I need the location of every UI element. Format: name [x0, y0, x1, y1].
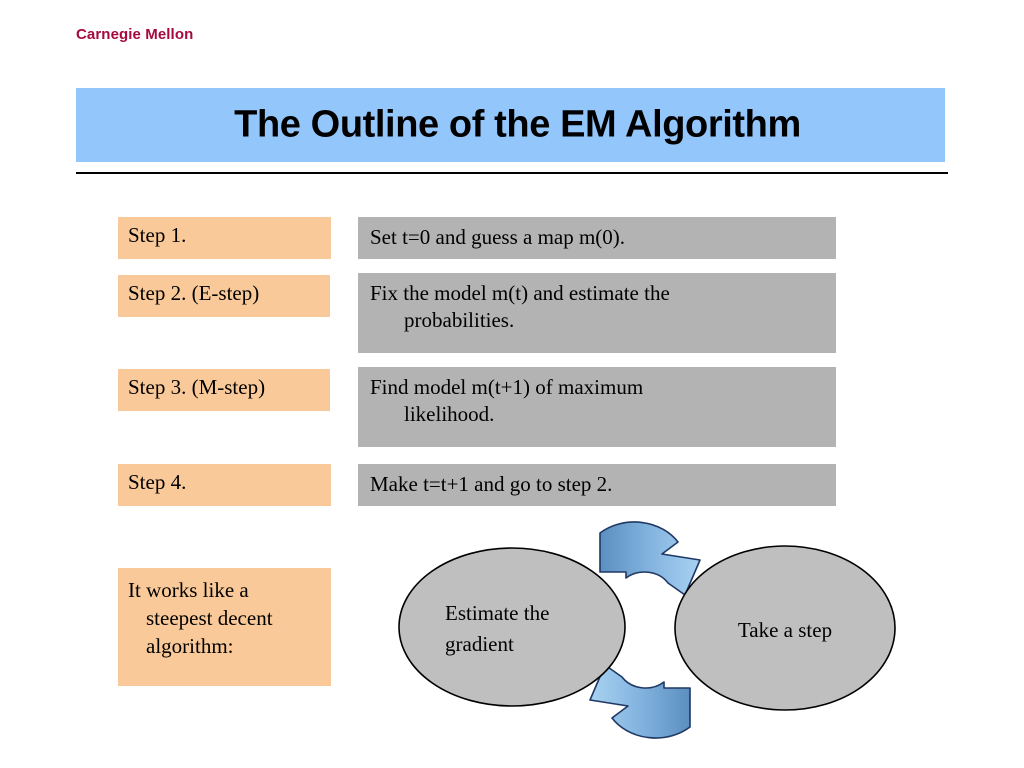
cycle-arrow-bottom-icon	[589, 664, 691, 739]
step-body-3-line2: likelihood.	[404, 401, 495, 426]
step-body-4: Make t=t+1 and go to step 2.	[358, 464, 836, 506]
step-body-4-line1: Make t=t+1 and go to step 2.	[370, 472, 613, 496]
step-body-3-line1: Find model m(t+1) of maximum	[370, 375, 644, 399]
step-body-2-line1: Fix the model m(t) and estimate the	[370, 281, 670, 305]
step-body-1-line1: Set t=0 and guess a map m(0).	[370, 225, 626, 249]
step-body-1: Set t=0 and guess a map m(0).	[358, 217, 836, 259]
page-title: The Outline of the EM Algorithm	[234, 103, 801, 146]
cycle-right-line1: Take a step	[738, 618, 832, 642]
cycle-node-take-a-step: Take a step	[674, 545, 896, 711]
cycle-left-line2: gradient	[445, 632, 514, 656]
brand-carnegie-mellon: Carnegie Mellon	[76, 26, 194, 43]
title-banner: The Outline of the EM Algorithm	[76, 88, 945, 162]
step-label-3: Step 3. (M-step)	[118, 369, 330, 411]
step-label-4: Step 4.	[118, 464, 331, 506]
cycle-diagram: Estimate the gradient Take a step	[390, 520, 910, 750]
note-line-1: It works like a	[128, 578, 249, 602]
note-line-3: algorithm:	[146, 633, 234, 658]
step-label-1: Step 1.	[118, 217, 331, 259]
cycle-left-line1: Estimate the	[445, 601, 549, 625]
note-box: It works like a steepest decent algorith…	[118, 568, 331, 686]
step-body-3: Find model m(t+1) of maximum likelihood.	[358, 367, 836, 447]
note-line-2: steepest decent	[146, 605, 273, 630]
title-divider	[76, 172, 948, 174]
step-label-2: Step 2. (E-step)	[118, 275, 330, 317]
step-body-2-line2: probabilities.	[404, 307, 515, 332]
cycle-arrow-top-icon	[599, 521, 701, 596]
step-body-2: Fix the model m(t) and estimate the prob…	[358, 273, 836, 353]
cycle-node-estimate-gradient: Estimate the gradient	[398, 547, 626, 707]
